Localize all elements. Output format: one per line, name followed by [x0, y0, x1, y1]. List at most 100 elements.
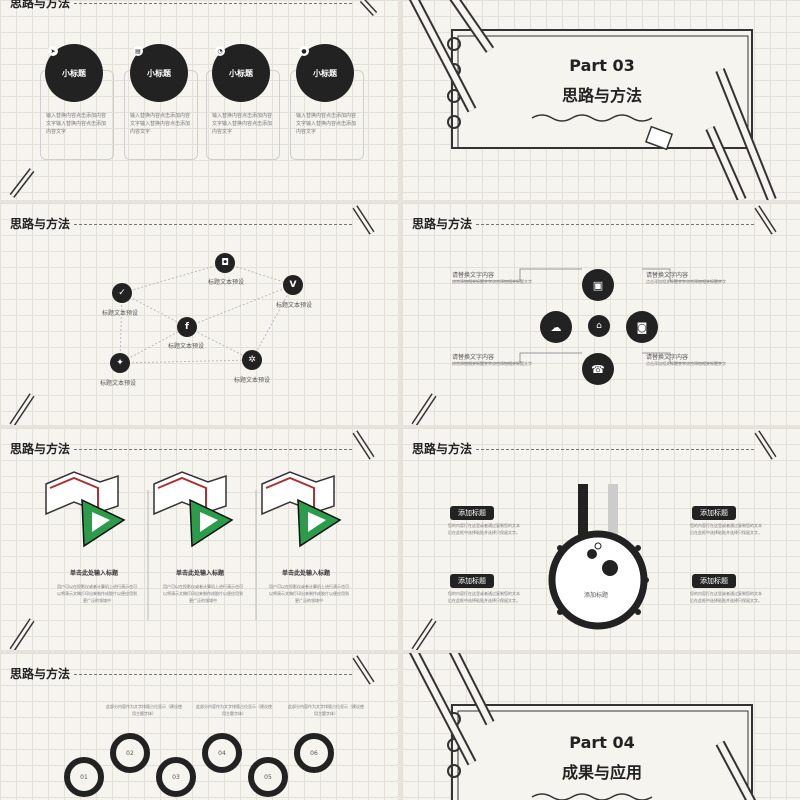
camera-icon[interactable]: ◙: [626, 311, 658, 343]
node-label: 标题文本预设: [208, 279, 245, 286]
slide-header: 思路与方法: [10, 442, 71, 456]
chart-icon: ◔: [215, 46, 225, 56]
item-body: 点击添加相关标题文字点击添加相关标题文字: [452, 361, 532, 366]
book-icon: [45, 471, 119, 516]
instagram-icon[interactable]: ◘: [215, 253, 235, 273]
notebook-illustration: [408, 0, 777, 200]
network-lines: [9, 205, 375, 425]
cloud-icon[interactable]: ☁: [540, 311, 572, 343]
slide-header: 思路与方法: [10, 217, 71, 231]
slide-8[interactable]: Part 04 成果与应用: [402, 653, 800, 800]
card-body: 输入替换内容点击添加内容文字输入替换内容点击添加内容文字: [296, 113, 357, 135]
facebook-icon[interactable]: f: [177, 317, 197, 337]
slide-4[interactable]: 思路与方法 请替换文字内容 点击添加相关标题文字点击添加相关标题文字 请替换文字…: [402, 203, 800, 425]
check-icon[interactable]: ✓: [112, 283, 132, 303]
slide-7[interactable]: 思路与方法 此部分内容作为文字排版占位显示（建议使用主题字体） 此部分内容作为文…: [0, 653, 398, 800]
header-divider: [476, 449, 754, 450]
item-title: 请替换文字内容: [452, 272, 495, 279]
pencil-icon: [705, 125, 747, 200]
flask-neck: [608, 484, 618, 544]
item-body: 点击添加相关标题文字点击添加相关标题文字: [646, 361, 726, 366]
header-divider: [74, 224, 352, 225]
flask-illustration: [411, 430, 777, 650]
pencil-icon: [359, 0, 378, 17]
part-title: 成果与应用: [561, 763, 642, 782]
column-body: 用户可以在投影仪或者计算机上进行演示也可以将演示文稿打印出来制作成胶片以便应用到…: [57, 584, 137, 603]
slide-3[interactable]: 思路与方法 ◘ 标题文本预设 V 标题文本预设 ✓ 标题文本预设 f 标题文本预…: [0, 203, 398, 425]
item-title: 请替换文字内容: [646, 354, 689, 361]
card-body: 输入替换内容点击添加内容文字输入替换内容点击添加内容文字: [212, 113, 273, 135]
item-body: 您的内容打在这里或者通过复制您的文本后在此框中选择粘贴并选择只保留文字。: [448, 523, 520, 535]
briefcase-icon: ▤: [133, 46, 143, 56]
node-label: 标题文本预设: [276, 302, 313, 309]
flask-neck: [578, 484, 588, 544]
pencil-icon: [408, 653, 477, 766]
save-icon[interactable]: ▣: [582, 269, 614, 301]
step-ring: 03: [156, 757, 196, 797]
column-body: 用户可以在投影仪或者计算机上进行演示也可以将演示文稿打印出来制作成胶片以便应用到…: [163, 584, 243, 603]
part-number: Part 04: [569, 733, 635, 752]
item-body: 您的内容打在这里或者通过复制您的文本后在此框中选择粘贴并选择只保留文字。: [690, 523, 762, 535]
item-title: 请替换文字内容: [646, 272, 689, 279]
book-illustrations: [9, 430, 375, 650]
settings-icon[interactable]: ✲: [242, 350, 262, 370]
vine-icon[interactable]: V: [283, 275, 303, 295]
send-icon: ➤: [48, 46, 58, 56]
header-divider: [74, 449, 352, 450]
slide-header: 思路与方法: [412, 217, 473, 231]
pencil-icon: [9, 168, 35, 198]
home-icon[interactable]: ⌂: [588, 315, 610, 337]
item-body: 您的内容打在这里或者通过复制您的文本后在此框中选择粘贴并选择只保留文字。: [448, 591, 520, 603]
step-ring: 01: [64, 757, 104, 797]
wavy-line: [531, 793, 653, 800]
column-title: 单击此处输入标题: [176, 570, 225, 577]
pencil-decoration: [352, 655, 375, 685]
headset-icon[interactable]: ☎: [582, 353, 614, 385]
pencil-icon: [352, 655, 375, 685]
slide-6[interactable]: 思路与方法 添加标题 添加标题 您的内容打在这里或者通过复制您的文本后在此框中选…: [402, 428, 800, 650]
connector-lines: [411, 205, 777, 425]
node-label: 标题文本预设: [168, 343, 205, 350]
pencil-icon: [411, 618, 437, 650]
part-number: Part 03: [569, 56, 635, 75]
pencil-decoration: [9, 0, 378, 198]
pencil-icon: [715, 740, 757, 800]
pencil-icon: [448, 653, 495, 726]
node-label: 标题文本预设: [100, 380, 137, 387]
slide-5[interactable]: 思路与方法 单击此处输入标题 用户可以在投影仪或者计算机上进行演示也可以将演示文…: [0, 428, 398, 650]
ring-caption: 此部分内容作为文字排版占位显示（建议使用主题字体）: [288, 704, 364, 716]
pencil-icon: [411, 393, 437, 425]
pencil-icon: [754, 205, 777, 235]
part-title: 思路与方法: [561, 86, 642, 105]
item-body: 您的内容打在这里或者通过复制您的文本后在此框中选择粘贴并选择只保留文字。: [690, 591, 762, 603]
slide-2[interactable]: Part 03 思路与方法: [402, 0, 800, 200]
ring-caption: 此部分内容作为文字排版占位显示（建议使用主题字体）: [106, 704, 182, 716]
pencil-icon: [352, 430, 375, 460]
eraser-icon: [644, 125, 674, 151]
pencil-icon: [449, 0, 495, 53]
pencil-icon: [9, 393, 35, 425]
card-body: 输入替换内容点击添加内容文字输入替换内容点击添加内容文字: [130, 113, 191, 135]
item-title-badge: 添加标题: [692, 574, 736, 588]
card-body: 输入替换内容点击添加内容文字输入替换内容点击添加内容文字: [46, 113, 107, 135]
item-title-badge: 添加标题: [692, 506, 736, 520]
slide-header: 思路与方法: [10, 667, 71, 681]
item-title-badge: 添加标题: [450, 506, 494, 520]
pencil-icon: [9, 618, 35, 650]
step-ring: 04: [202, 733, 242, 773]
pencil-icon: [408, 0, 477, 113]
flask-dots: [549, 545, 649, 629]
slide-1[interactable]: 思路与方法 小标题 小标题 小标题 小标题 ➤ ▤ ◔ ● 输入替换内容点击添加…: [0, 0, 398, 200]
node-label: 标题文本预设: [234, 377, 271, 384]
ring-caption: 此部分内容作为文字排版占位显示（建议使用主题字体）: [196, 704, 272, 716]
twitter-icon[interactable]: ✦: [110, 353, 130, 373]
slide-header: 思路与方法: [10, 0, 71, 10]
step-ring: 05: [248, 757, 288, 797]
header-divider: [74, 3, 352, 4]
column-title: 单击此处输入标题: [70, 570, 119, 577]
item-title-badge: 添加标题: [450, 574, 494, 588]
slide-header: 思路与方法: [412, 442, 473, 456]
header-divider: [74, 674, 352, 675]
flask-label: 添加标题: [584, 592, 609, 599]
